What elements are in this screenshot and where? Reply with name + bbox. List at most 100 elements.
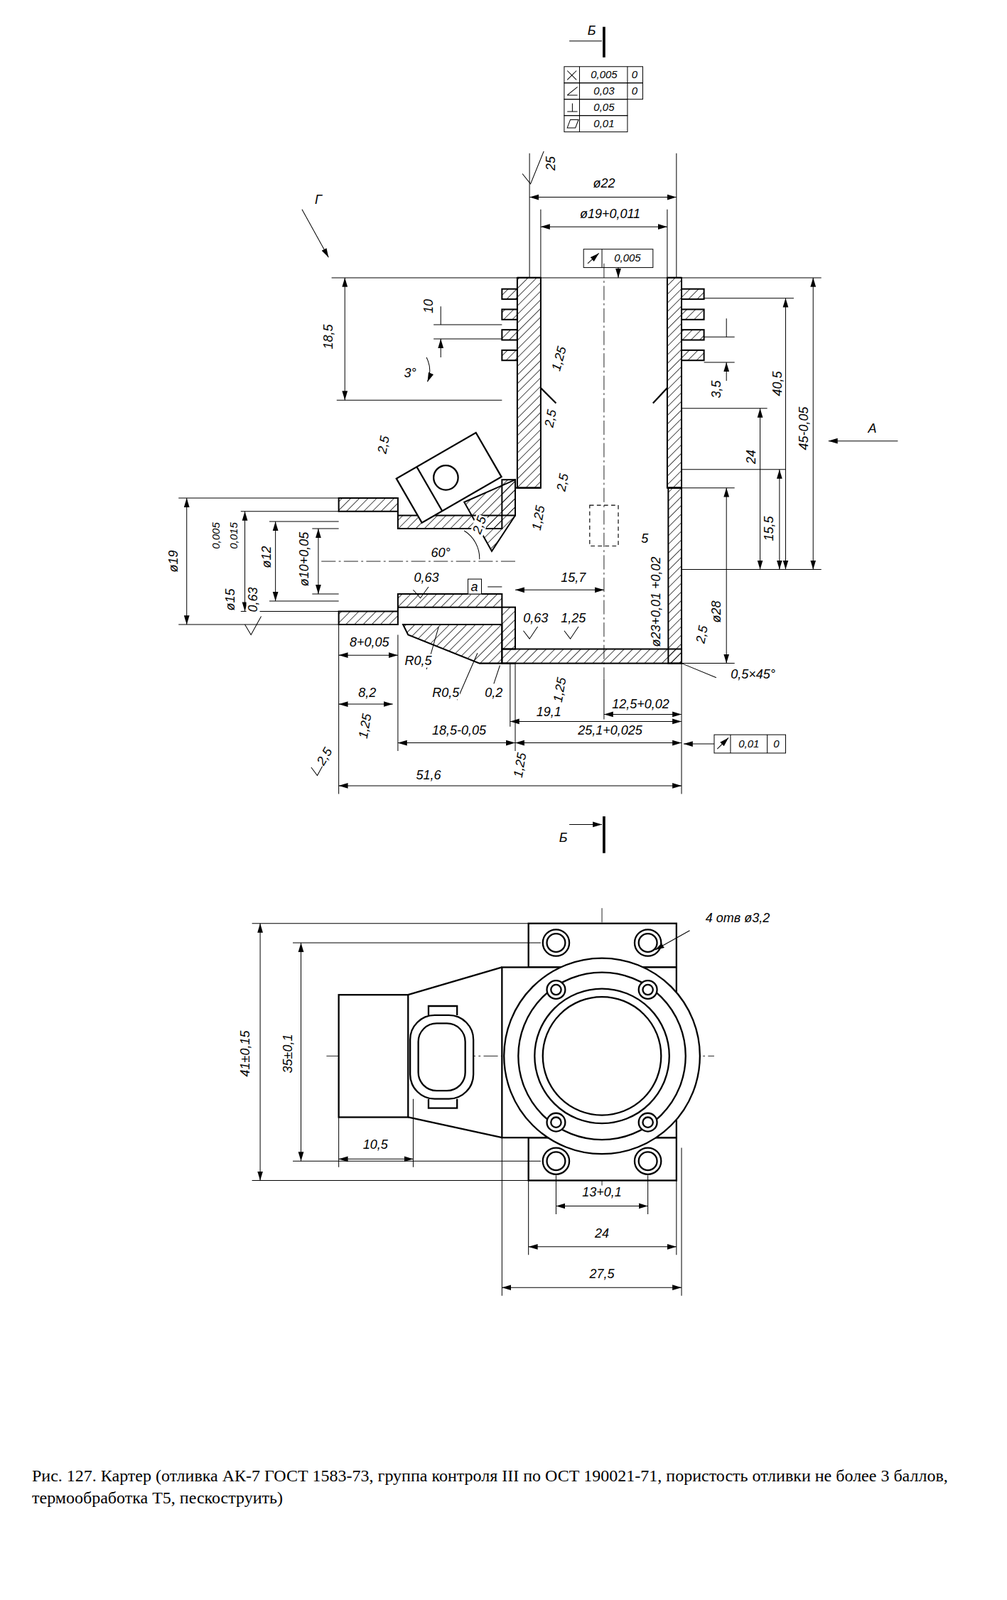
plan-view-part xyxy=(638,980,658,1000)
dimension-text: 15,5 xyxy=(762,515,777,542)
plan-view-part xyxy=(547,1151,566,1171)
dimension-text: 5 xyxy=(640,532,649,546)
section-view-part xyxy=(668,488,682,664)
dimension-lines-part xyxy=(681,663,717,678)
dimension-text: 1,25 xyxy=(529,503,548,533)
section-view-part xyxy=(501,329,518,340)
plan-view-part xyxy=(326,908,715,1199)
dimension-text: ø19 xyxy=(167,549,181,573)
section-view-part xyxy=(501,309,518,320)
tolerance-frames xyxy=(564,66,786,754)
tolerance-frames-part xyxy=(564,99,628,116)
dimension-text: ø22 xyxy=(591,176,616,191)
plan-view-part xyxy=(642,1117,653,1128)
dimension-text: 2,5 xyxy=(314,745,336,769)
plan-view-part xyxy=(634,929,661,956)
dimension-text: 1,25 xyxy=(356,712,374,741)
dimension-lines-part xyxy=(759,408,761,570)
dimension-text: 45-0,05 xyxy=(797,405,811,451)
dimension-text: 25,1+0,025 xyxy=(577,723,644,737)
dimension-text: 2,5 xyxy=(469,513,489,537)
section-view-part xyxy=(589,505,619,546)
plan-view-part xyxy=(638,1113,658,1133)
plan-view-part xyxy=(550,1117,561,1128)
dimension-lines-part xyxy=(529,196,677,198)
plan-view xyxy=(326,908,715,1199)
dimension-text: 41±0,15 xyxy=(238,1030,252,1079)
plan-view-part xyxy=(547,980,566,1000)
section-view-part xyxy=(681,350,705,361)
figure-caption: Рис. 127. Картер (отливка АК-7 ГОСТ 1583… xyxy=(31,1465,978,1510)
dimension-lines-part xyxy=(338,704,393,705)
dimension-lines-part xyxy=(704,297,794,299)
plan-view-part xyxy=(518,972,686,1140)
plan-dimensions-part xyxy=(501,1287,682,1289)
dimension-text: 0,63 xyxy=(522,611,549,626)
dimension-lines-part xyxy=(317,528,319,595)
dimension-text: 27,5 xyxy=(589,1267,616,1282)
dimension-text: 2,5 xyxy=(693,623,710,646)
dimension-text: 8+0,05 xyxy=(348,636,391,650)
dimension-text: 1,25 xyxy=(511,751,530,780)
plan-dimensions-part xyxy=(501,1137,682,1297)
dimension-lines-part xyxy=(681,488,735,664)
section-view-part xyxy=(501,488,682,664)
dimension-lines-part xyxy=(275,521,276,602)
tolerance-frames-part xyxy=(567,71,579,128)
section-view-part-part xyxy=(396,432,502,524)
dimension-text: ø15 xyxy=(223,588,238,612)
dimension-text: 0,05 xyxy=(592,101,615,113)
section-view-part xyxy=(667,277,682,489)
dimension-lines xyxy=(178,27,898,854)
plan-view-part xyxy=(338,994,409,1118)
dimension-text: ø10+0,05 xyxy=(297,530,311,588)
section-view-part xyxy=(501,289,518,300)
dimension-text: R0,5 xyxy=(431,685,460,700)
tolerance-frames-part xyxy=(583,249,654,268)
tolerance-frames-part xyxy=(564,83,644,100)
dimension-text: 25 xyxy=(544,155,558,172)
plan-dimensions-part xyxy=(528,1181,677,1256)
dimension-lines-part xyxy=(778,469,780,570)
dimension-text: 10 xyxy=(422,298,436,315)
plan-view-part xyxy=(428,1006,457,1109)
plan-view-part xyxy=(642,984,653,995)
plan-view-part xyxy=(542,929,570,956)
dimension-lines-part xyxy=(683,744,715,745)
dimension-lines-part xyxy=(245,616,262,636)
plan-dimensions-part xyxy=(252,923,529,1182)
dimension-lines-part xyxy=(244,511,246,612)
dimension-text: 1,25 xyxy=(549,344,570,374)
dimension-text: R0,5 xyxy=(404,654,433,669)
dimension-lines-part xyxy=(828,440,899,442)
section-view-part xyxy=(681,329,705,340)
plan-dimensions-part xyxy=(338,1099,414,1168)
dimension-text: 0,03 xyxy=(592,85,615,97)
dimension-lines-part xyxy=(529,153,677,278)
plan-dimensions-part xyxy=(655,930,691,951)
dimension-text: 60° xyxy=(430,546,452,560)
dimension-text: ø19+0,011 xyxy=(579,207,642,222)
dimension-text: 3,5 xyxy=(709,380,723,400)
plan-dimensions-part xyxy=(260,923,261,1182)
dimension-text: 0,5×45° xyxy=(729,668,777,682)
tolerance-frames-part xyxy=(564,115,628,133)
dimension-lines-part xyxy=(433,324,502,339)
dimension-lines-part xyxy=(515,589,605,591)
dimension-lines-part xyxy=(618,267,619,278)
plan-view-part xyxy=(534,989,670,1125)
dimension-lines-part xyxy=(464,530,480,560)
plan-view-part xyxy=(418,1023,466,1091)
dimension-text: 2,5 xyxy=(555,471,572,494)
plan-dimensions-part xyxy=(555,1175,648,1215)
dimension-lines-part xyxy=(785,298,786,570)
plan-view-part xyxy=(542,1148,570,1175)
dimension-text: 18,5 xyxy=(321,323,336,350)
dimension-text: Б xyxy=(558,830,569,845)
dimension-lines-part xyxy=(331,277,822,278)
dimension-lines-part xyxy=(603,678,605,720)
dimension-lines-part xyxy=(338,624,682,794)
dimension-lines-part xyxy=(336,400,503,401)
dimension-lines-part xyxy=(515,742,682,744)
